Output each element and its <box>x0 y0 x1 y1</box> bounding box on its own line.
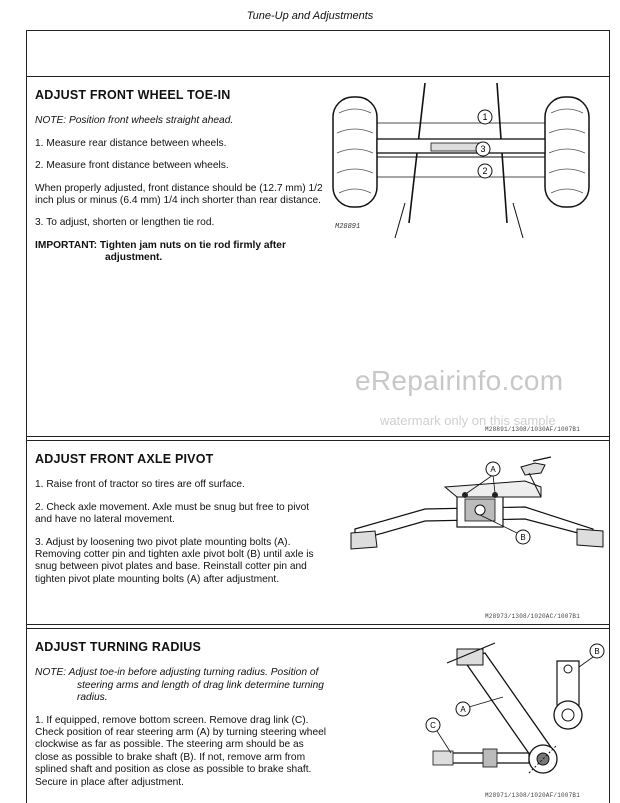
step-2: 2. Measure front distance between wheels… <box>35 160 229 172</box>
section-turning-radius: ADJUST TURNING RADIUS NOTE: Adjust toe-i… <box>26 628 610 803</box>
svg-text:B: B <box>520 533 525 542</box>
right-wheel-illustration <box>544 96 590 208</box>
step-3: 3. To adjust, shorten or lengthen tie ro… <box>35 217 215 229</box>
note: NOTE: Position front wheels straight ahe… <box>35 115 234 127</box>
callout-b: B <box>515 529 531 545</box>
svg-text:C: C <box>430 721 436 730</box>
callout-a: A <box>485 461 501 477</box>
important-note: IMPORTANT: Tighten jam nuts on tie rod f… <box>35 239 286 264</box>
section-title: ADJUST FRONT WHEEL TOE-IN <box>35 88 231 102</box>
callout-b: B <box>589 643 605 659</box>
callout-3: 3 <box>475 141 491 157</box>
step-2: 2. Check axle movement. Axle must be snu… <box>35 501 310 526</box>
figure-reference: M28973/1308/1020AC/1007B1 <box>485 613 581 620</box>
section-axle-pivot-text: ADJUST FRONT AXLE PIVOT 1. Raise front o… <box>35 449 327 596</box>
section-title: ADJUST FRONT AXLE PIVOT <box>35 452 214 466</box>
svg-text:2: 2 <box>482 166 487 176</box>
step-3: 3. Adjust by loosening two pivot plate m… <box>35 536 314 585</box>
svg-text:B: B <box>594 647 599 656</box>
section-toe-in: ADJUST FRONT WHEEL TOE-IN NOTE: Position… <box>26 76 610 437</box>
note: NOTE: Adjust toe-in before adjusting tur… <box>35 667 324 704</box>
watermark-main: eRepairinfo.com <box>355 365 564 396</box>
callout-2: 2 <box>477 163 493 179</box>
svg-text:1: 1 <box>482 112 487 122</box>
left-wheel-illustration <box>332 96 378 208</box>
watermark-sub: watermark only on this sample <box>380 413 556 428</box>
figure-reference: M28891/1308/1030AF/1007B1 <box>485 426 581 433</box>
figure-reference: M28971/1308/1020AF/1007B1 <box>485 792 581 799</box>
page-header: Tune-Up and Adjustments <box>246 10 374 22</box>
svg-text:3: 3 <box>480 144 485 154</box>
turning-radius-diagram: A B C <box>425 642 605 774</box>
callout-c: C <box>425 717 441 733</box>
step-1: 1. Measure rear distance between wheels. <box>35 137 227 149</box>
section-turning-radius-text: ADJUST TURNING RADIUS NOTE: Adjust toe-i… <box>35 637 327 799</box>
callout-a: A <box>455 701 471 717</box>
callout-1: 1 <box>477 109 493 125</box>
toe-in-diagram: 1 3 2 <box>332 83 590 239</box>
paragraph: When properly adjusted, front distance s… <box>35 182 323 207</box>
section-toe-in-text: ADJUST FRONT WHEEL TOE-IN NOTE: Position… <box>35 85 327 275</box>
svg-text:A: A <box>490 465 496 474</box>
svg-text:A: A <box>460 705 466 714</box>
step-1: 1. Raise front of tractor so tires are o… <box>35 479 245 491</box>
section-title: ADJUST TURNING RADIUS <box>35 640 202 654</box>
step-1: 1. If equipped, remove bottom screen. Re… <box>35 714 327 788</box>
figure-code: M28891 <box>335 223 361 231</box>
section-axle-pivot: ADJUST FRONT AXLE PIVOT 1. Raise front o… <box>26 440 610 625</box>
axle-pivot-diagram: A B <box>350 456 604 550</box>
